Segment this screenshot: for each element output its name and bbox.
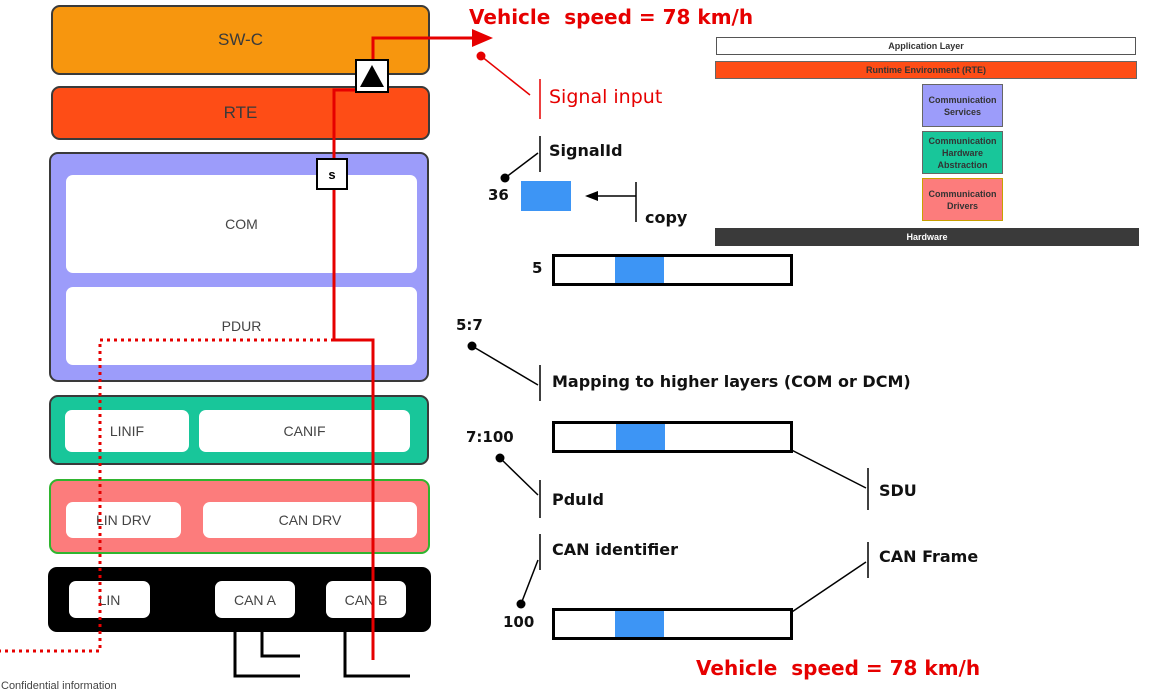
candrv-box: CAN DRV — [203, 502, 417, 538]
rte-layer: RTE — [51, 86, 430, 140]
interface-layer: LINIF CANIF — [49, 395, 429, 465]
swc-layer: SW-C — [51, 5, 430, 75]
ref-com-drivers-label: Communication Drivers — [928, 188, 997, 211]
can-identifier-label: CAN identifier — [552, 540, 678, 559]
linif-box: LINIF — [65, 410, 189, 452]
pdu-sdu-cell — [616, 424, 665, 450]
ref-com-services-label: Communication Services — [928, 94, 997, 117]
lindrv-label: LIN DRV — [96, 512, 151, 528]
lin-label: LIN — [98, 591, 121, 608]
pdur-box: PDUR — [66, 287, 417, 365]
cana-wire-2 — [260, 632, 300, 658]
cana-box: CAN A — [215, 581, 295, 618]
can-frame-label: CAN Frame — [879, 547, 979, 566]
com-ipdu-cell — [615, 257, 664, 283]
driver-layer: LIN DRV CAN DRV — [49, 479, 430, 554]
com-box: COM — [66, 175, 417, 273]
lindrv-box: LIN DRV — [66, 502, 181, 538]
number-5-7: 5:7 — [456, 316, 483, 334]
signal-id-label: SignalId — [549, 141, 623, 160]
com-label: COM — [225, 216, 258, 232]
pdur-label: PDUR — [221, 318, 262, 334]
ref-rte-label: Runtime Environment (RTE) — [865, 65, 986, 75]
signal-arrowhead — [472, 29, 493, 47]
candrv-label: CAN DRV — [278, 512, 342, 528]
lin-dotted-path — [0, 338, 334, 653]
vehicle-speed-bottom: Vehicle speed = 78 km/h — [696, 656, 981, 680]
ref-hardware: Hardware — [715, 228, 1139, 246]
canb-label: CAN B — [344, 591, 388, 608]
canb-wire — [343, 632, 410, 678]
cana-wire-1 — [233, 632, 300, 678]
s-marker: s — [316, 158, 348, 190]
can-frame-box — [552, 608, 793, 640]
number-36: 36 — [488, 186, 509, 204]
ref-application-layer: Application Layer — [716, 37, 1136, 55]
number-7-100: 7:100 — [466, 428, 514, 446]
lin-box: LIN — [69, 581, 150, 618]
copy-label: copy — [645, 208, 688, 227]
pdu-sdu-frame — [552, 421, 793, 453]
number-100: 100 — [503, 613, 535, 631]
s-marker-label: s — [328, 166, 336, 182]
com-pdur-layer: COM PDUR — [49, 152, 429, 382]
ref-hardware-label: Hardware — [906, 232, 948, 242]
linif-label: LINIF — [109, 423, 145, 439]
signal-path — [332, 36, 478, 660]
ref-com-drivers: Communication Drivers — [922, 178, 1003, 221]
ref-com-hw-label: Communication Hardware Abstraction — [928, 135, 997, 170]
com-ipdu-frame — [552, 254, 793, 286]
confidential-footer: Confidential information — [1, 680, 117, 692]
signal-input-label: Signal input — [549, 86, 663, 108]
triangle-up-icon — [360, 65, 384, 87]
ref-rte-layer: Runtime Environment (RTE) — [715, 61, 1137, 79]
swc-label: SW-C — [217, 30, 263, 49]
canif-label: CANIF — [283, 423, 326, 439]
canif-box: CANIF — [199, 410, 410, 452]
cana-label: CAN A — [233, 591, 276, 608]
bus-layer: LIN CAN A CAN B — [48, 567, 431, 632]
ref-com-hw-abstraction: Communication Hardware Abstraction — [922, 131, 1003, 174]
sdu-label: SDU — [879, 481, 917, 500]
ref-com-services: Communication Services — [922, 84, 1003, 127]
signal-cell — [521, 181, 571, 211]
canb-box: CAN B — [326, 581, 406, 618]
rte-label: RTE — [223, 103, 258, 122]
vehicle-speed-top: Vehicle speed = 78 km/h — [469, 5, 754, 29]
ref-application-label: Application Layer — [888, 41, 964, 51]
can-frame-cell — [615, 611, 664, 637]
mapping-label: Mapping to higher layers (COM or DCM) — [552, 372, 911, 391]
pduid-label: PduId — [552, 490, 604, 509]
triangle-marker — [355, 59, 389, 93]
number-5: 5 — [532, 259, 543, 277]
